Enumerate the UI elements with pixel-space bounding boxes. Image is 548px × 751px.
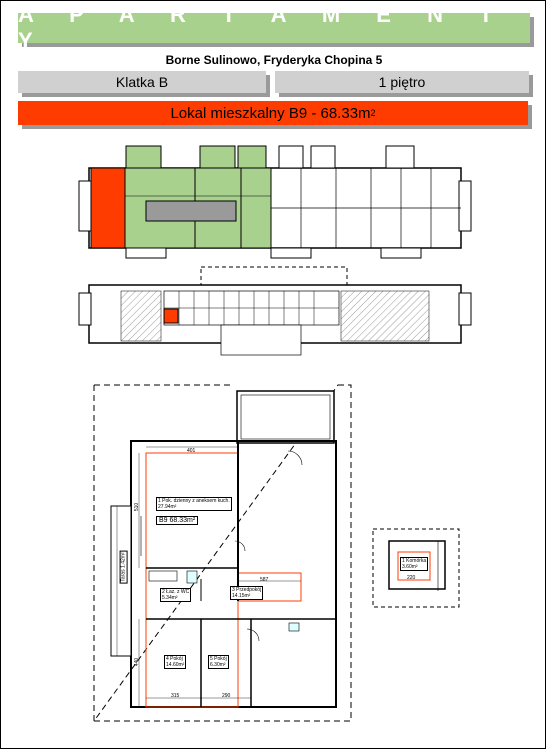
storage-overview-plan [78, 266, 472, 356]
unit-area: 68.33m² [169, 517, 196, 524]
room-1-name: Pok. dzienny z aneksem kuch. [162, 498, 230, 504]
room-5-area: 6.30m² [210, 662, 226, 668]
room-4-number: 4 [166, 656, 169, 662]
overview-building [78, 145, 472, 259]
room-5-number: 5 [210, 656, 213, 662]
room-5-label: 5 Pokój 6.30m² [208, 655, 229, 669]
room-4-label: 4 Pokój 14.60m² [164, 655, 187, 669]
room-3-area: 14.15m² [232, 593, 251, 599]
room-4-name: Pokój [170, 656, 183, 662]
storage-area: 3.60m² [402, 564, 418, 570]
storage-label: 1 Komórka 3.60m² [400, 557, 429, 571]
room-4-area: 14.60m² [166, 662, 185, 668]
room-3-name: Przedpokój [236, 587, 262, 593]
apartment-plan [93, 384, 352, 722]
room-5-name: Pokój [214, 656, 227, 662]
room-1-label: 1 Pok. dzienny z aneksem kuch. 27.94m² [156, 497, 232, 511]
address: Borne Sulinowo, Fryderyka Chopina 5 [165, 53, 383, 67]
unit-area-label: B9 68.33m² [156, 516, 199, 525]
floor-label: 1 piętro [275, 71, 529, 93]
dimension-bottom-left: 315 [171, 693, 180, 699]
room-1-number: 1 [158, 498, 161, 504]
balcony-name: Taras [120, 569, 127, 582]
unit-code: B9 [159, 517, 168, 524]
staircase-label: Klatka B [18, 71, 266, 93]
dimension-bottom-right: 290 [222, 693, 231, 699]
storage-number: 1 [402, 558, 405, 564]
room-2-number: 2 [162, 589, 165, 595]
room-3-number: 3 [232, 587, 235, 593]
dimension-top: 401 [187, 448, 196, 454]
storage-dimension: 220 [407, 575, 416, 581]
dimension-left: 510 [134, 502, 141, 512]
room-2-name: Łaz. z WC [166, 589, 190, 595]
room-2-label: 2 Łaz. z WC 5.34m² [160, 588, 192, 602]
dimension-middle: 587 [260, 577, 269, 583]
dimension-left-lower: 440 [134, 657, 141, 667]
room-3-label: 3 Przedpokój 14.15m² [230, 586, 264, 600]
room-1-area: 27.94m² [158, 504, 177, 510]
balcony-area: 1.42m² [120, 552, 127, 568]
room-2-area: 5.34m² [162, 595, 178, 601]
unit-title-text: Lokal mieszkalny B9 - 68.33m [170, 104, 371, 122]
storage-name: Komórka [406, 558, 427, 564]
unit-area-exponent: 2 [370, 108, 376, 118]
balcony-label: Taras 1.42m² [119, 550, 128, 584]
